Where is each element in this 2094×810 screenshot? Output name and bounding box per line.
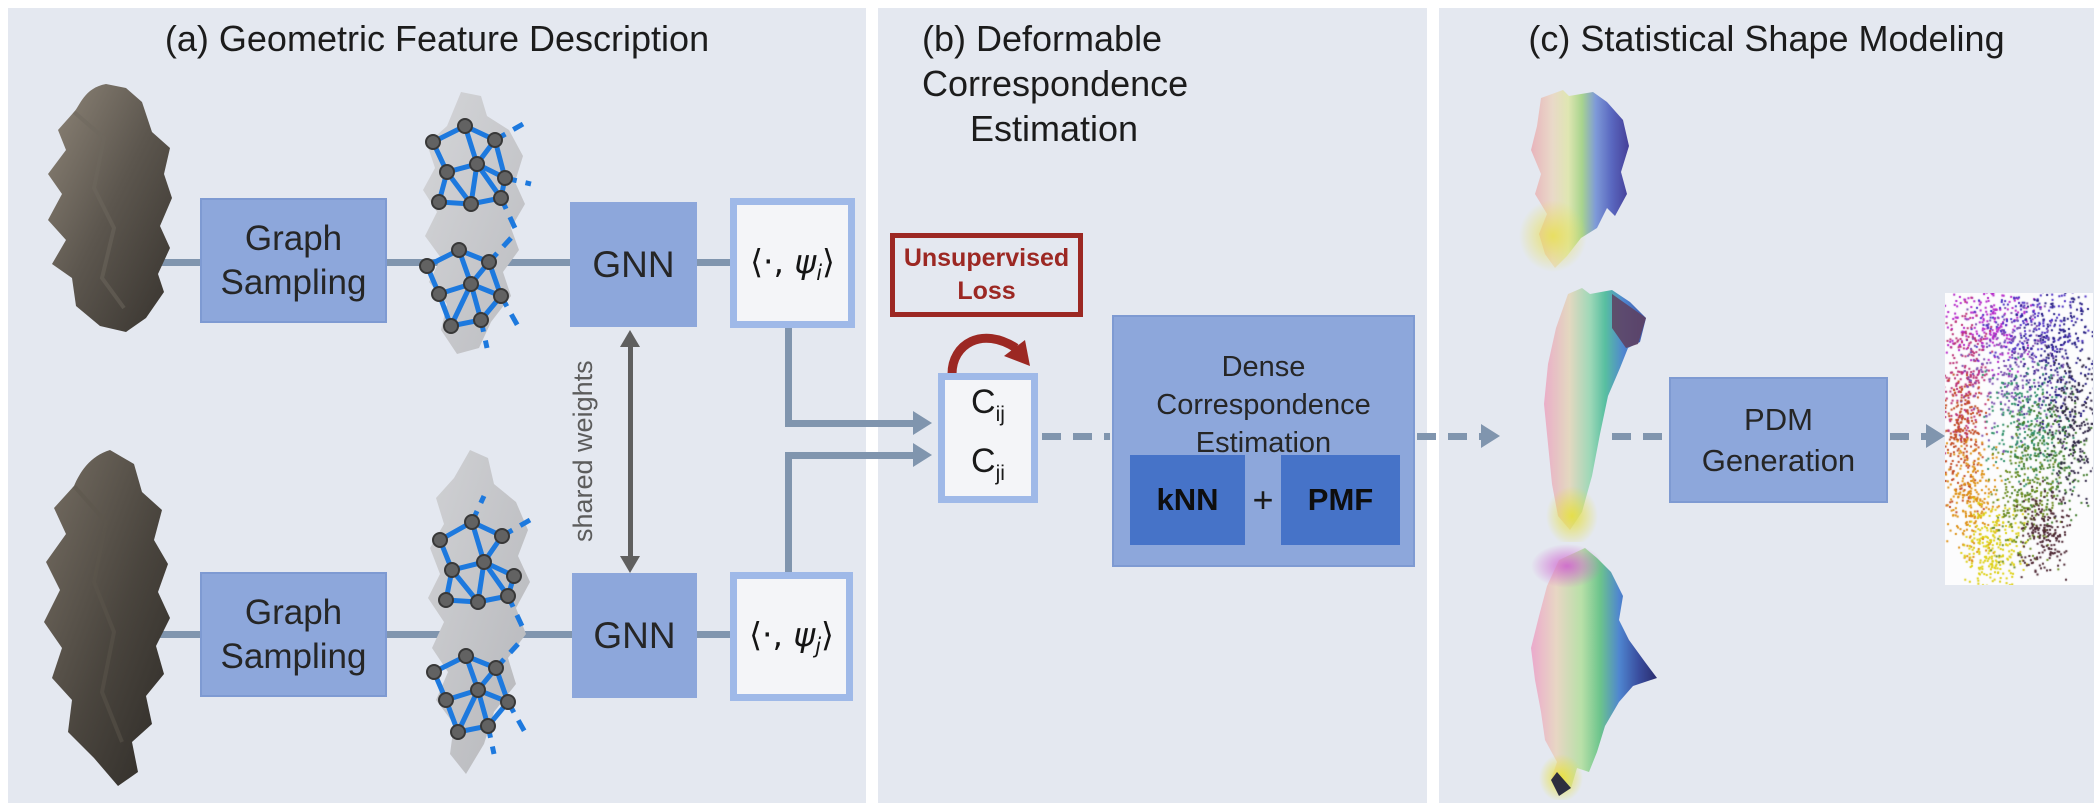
bone-mesh-i	[14, 78, 212, 340]
loss-feedback-arrow-icon	[942, 318, 1042, 378]
panel-a-title: (a) Geometric Feature Description	[8, 16, 866, 61]
panel-b-title-line2: Estimation	[970, 106, 1138, 151]
shared-weights-arrowhead-down-icon	[620, 556, 640, 573]
dense-correspondence-title: Dense Correspondence Estimation	[1156, 348, 1370, 462]
panel-b-title: (b) Deformable Correspondence Estimation	[922, 16, 1382, 151]
corresponded-shape-middle	[1508, 284, 1660, 542]
graph-sampling-box-j: Graph Sampling	[200, 572, 387, 697]
correspondence-matrix-box: Cij Cji	[938, 373, 1038, 503]
shared-weights-label: shared weights	[568, 350, 604, 552]
pdm-generation-box: PDM Generation	[1669, 377, 1888, 503]
dense-line2: Correspondence	[1156, 386, 1370, 424]
pdm-line1: PDM	[1744, 399, 1813, 440]
shared-weights-arrow-shaft	[628, 344, 633, 558]
shared-weights-arrowhead-up-icon	[620, 330, 640, 347]
sampled-graph-mesh-j	[388, 444, 556, 792]
graph-sampling-line2: Sampling	[221, 635, 367, 679]
corresponded-shape-bottom	[1501, 544, 1663, 800]
bone-mesh-j	[10, 442, 222, 797]
c-ij-label: Cij	[971, 379, 1005, 438]
point-cloud-canvas	[1945, 293, 2093, 585]
unsupervised-loss-line2: Loss	[957, 275, 1015, 308]
dashed-connector-dense-to-shapes	[1417, 433, 1481, 440]
connector-gnn-psi-i	[697, 259, 733, 266]
connector-psi-j-up	[785, 459, 792, 572]
dashed-connector-shape-to-pdm	[1612, 433, 1667, 440]
panel-b-title-line1: (b) Deformable Correspondence	[922, 18, 1188, 104]
corresponded-shape-top	[1511, 86, 1638, 278]
graph-sampling-line1: Graph	[245, 217, 342, 261]
psi-i-box: ⟨·, ψi⟩	[730, 198, 855, 328]
gnn-label: GNN	[593, 615, 675, 657]
panel-c-title: (c) Statistical Shape Modeling	[1439, 16, 2094, 61]
arrowhead-pdm-to-cloud-icon	[1926, 424, 1945, 448]
graph-sampling-box-i: Graph Sampling	[200, 198, 387, 323]
arrowhead-cij-bottom-icon	[913, 443, 932, 467]
c-ji-label: Cji	[971, 438, 1005, 497]
pdm-line2: Generation	[1702, 440, 1855, 481]
unsupervised-loss-box: Unsupervised Loss	[890, 233, 1083, 317]
graph-sampling-line2: Sampling	[221, 261, 367, 305]
plus-label: +	[1245, 455, 1281, 545]
gnn-box-i: GNN	[570, 202, 697, 327]
connector-cij-top	[785, 420, 913, 427]
psi-j-box: ⟨·, ψj⟩	[730, 572, 853, 701]
knn-label: kNN	[1156, 482, 1218, 518]
psi-i-label: ⟨·, ψi⟩	[750, 242, 835, 285]
sampled-graph-mesh-i	[383, 86, 545, 364]
arrowhead-cij-top-icon	[913, 411, 932, 435]
connector-psi-i-down	[785, 325, 792, 424]
knn-chip: kNN	[1130, 455, 1245, 545]
psi-j-label: ⟨·, ψj⟩	[749, 615, 834, 658]
connector-cij-bottom	[785, 452, 913, 459]
arrowhead-dense-to-shapes-icon	[1481, 424, 1500, 448]
gnn-label: GNN	[592, 244, 674, 286]
dashed-connector-c-to-dense	[1042, 433, 1110, 440]
dense-line1: Dense	[1156, 348, 1370, 386]
pdm-point-cloud	[1945, 293, 2093, 585]
graph-sampling-line1: Graph	[245, 591, 342, 635]
gnn-box-j: GNN	[572, 573, 697, 698]
pmf-label: PMF	[1308, 482, 1373, 518]
pmf-chip: PMF	[1281, 455, 1400, 545]
dashed-connector-pdm-to-cloud	[1890, 433, 1926, 440]
unsupervised-loss-line1: Unsupervised	[904, 242, 1069, 275]
connector-gnn-psi-j	[697, 631, 733, 638]
